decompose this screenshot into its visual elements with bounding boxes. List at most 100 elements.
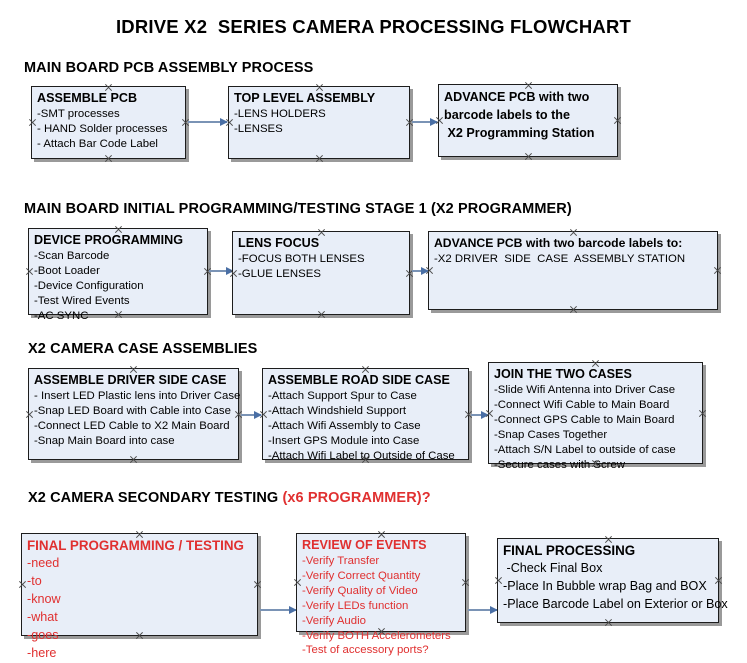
node-line: -Attach S/N Label to outside of case (494, 443, 676, 456)
node-line: -Verify Quality of Video (302, 585, 418, 598)
connector-handle-right[interactable] (613, 116, 622, 125)
node-line: -Connect Wifi Cable to Main Board (494, 399, 670, 412)
section-heading-text: MAIN BOARD PCB ASSEMBLY PROCESS (24, 60, 314, 76)
connector-handle-right[interactable] (698, 409, 707, 418)
connector-handle-top[interactable] (317, 228, 326, 237)
connector-handle-bottom[interactable] (604, 618, 613, 627)
connector-handle-bottom[interactable] (114, 310, 123, 319)
node-title: TOP LEVEL ASSEMBLY (234, 91, 376, 105)
arrow-top-level-assembly-to-advance-pcb (412, 117, 438, 126)
node-line: -Check Final Box (503, 561, 603, 576)
node-line: -Insert GPS Module into Case (268, 434, 420, 447)
connector-handle-left[interactable] (435, 116, 444, 125)
node-assemble-pcb[interactable]: ASSEMBLE PCB -SMT processes - HAND Solde… (31, 86, 186, 159)
connector-handle-top[interactable] (104, 83, 113, 92)
connector-handle-left[interactable] (225, 118, 234, 127)
node-line: -Verify Transfer (302, 555, 380, 568)
node-title: ASSEMBLE ROAD SIDE CASE (268, 373, 450, 387)
section-heading-x2-camera-secondary-testing: X2 CAMERA SECONDARY TESTING (x6 PROGRAMM… (28, 490, 431, 506)
node-line: -X2 DRIVER SIDE CASE ASSEMBLY STATION (434, 252, 686, 265)
connector-handle-left[interactable] (28, 118, 37, 127)
connector-handle-top[interactable] (135, 530, 144, 539)
connector-handle-bottom[interactable] (317, 310, 326, 319)
connector-handle-top[interactable] (361, 365, 370, 374)
connector-handle-left[interactable] (259, 410, 268, 419)
node-line: - Insert LED Plastic lens into Driver Ca… (34, 390, 241, 403)
node-line: -goes (27, 627, 59, 642)
node-line: barcode labels to the (444, 107, 570, 122)
connector-handle-bottom[interactable] (361, 455, 370, 464)
node-advance-pcb-x2-programming-station[interactable]: ADVANCE PCB with two barcode labels to t… (438, 84, 618, 157)
node-assemble-driver-side-case[interactable]: ASSEMBLE DRIVER SIDE CASE - Insert LED P… (25, 365, 241, 460)
section-heading-x2-camera-case-assemblies: X2 CAMERA CASE ASSEMBLIES (28, 341, 257, 357)
connector-handle-left[interactable] (494, 576, 503, 585)
node-device-programming[interactable]: DEVICE PROGRAMMING -Scan Barcode -Boot L… (25, 225, 208, 322)
connector-handle-bottom[interactable] (569, 305, 578, 314)
node-line: -Place Barcode Label on Exterior or Box (503, 597, 728, 612)
node-line: -SMT processes (37, 108, 120, 121)
connector-handle-left[interactable] (229, 269, 238, 278)
node-title: DEVICE PROGRAMMING (34, 233, 184, 247)
connector-handle-bottom[interactable] (377, 627, 386, 636)
node-advance-pcb-driver-side-case[interactable]: ADVANCE PCB with two barcode labels to: … (428, 231, 718, 310)
connector-handle-top[interactable] (569, 228, 578, 237)
connector-handle-top[interactable] (129, 365, 138, 374)
node-title: ASSEMBLE DRIVER SIDE CASE (34, 373, 227, 387)
connector-handle-bottom[interactable] (315, 154, 324, 163)
node-title: LENS FOCUS (238, 236, 320, 250)
connector-handle-left[interactable] (18, 580, 27, 589)
connector-handle-right[interactable] (461, 578, 470, 587)
node-title: JOIN THE TWO CASES (494, 367, 632, 381)
node-review-of-events[interactable]: REVIEW OF EVENTS -Verify Transfer -Verif… (293, 530, 466, 656)
node-line: ADVANCE PCB with two (444, 90, 590, 104)
node-lens-focus[interactable]: LENS FOCUS -FOCUS BOTH LENSES -GLUE LENS… (232, 231, 410, 315)
section-heading-text: MAIN BOARD INITIAL PROGRAMMING/TESTING S… (24, 201, 572, 217)
connector-handle-left[interactable] (25, 267, 34, 276)
connector-handle-top[interactable] (315, 83, 324, 92)
node-line: -Verify Audio (302, 614, 366, 627)
node-line: -Attach Windshield Support (268, 405, 407, 418)
connector-handle-left[interactable] (293, 578, 302, 587)
connector-handle-bottom[interactable] (591, 459, 600, 468)
arrow-assemble-pcb-to-top-level-assembly (188, 117, 228, 126)
node-title: FINAL PROGRAMMING / TESTING (27, 538, 244, 553)
connector-handle-top[interactable] (604, 535, 613, 544)
node-join-the-two-cases[interactable]: JOIN THE TWO CASES -Slide Wifi Antenna i… (485, 359, 703, 471)
node-line: -LENS HOLDERS (234, 108, 326, 121)
connector-handle-right[interactable] (714, 576, 723, 585)
node-line: -Test Wired Events (34, 294, 130, 307)
connector-handle-top[interactable] (114, 225, 123, 234)
connector-handle-top[interactable] (377, 530, 386, 539)
node-final-processing[interactable]: FINAL PROCESSING -Check Final Box -Place… (494, 535, 728, 623)
node-top-level-assembly[interactable]: TOP LEVEL ASSEMBLY -LENS HOLDERS -LENSES (228, 86, 410, 159)
node-title: FINAL PROCESSING (503, 543, 636, 558)
connector-handle-top[interactable] (591, 359, 600, 368)
connector-handle-right[interactable] (253, 580, 262, 589)
connector-handle-top[interactable] (524, 81, 533, 90)
connector-handle-left[interactable] (425, 266, 434, 275)
node-assemble-road-side-case[interactable]: ASSEMBLE ROAD SIDE CASE -Attach Support … (259, 365, 469, 462)
node-line: -AC SYNC (34, 309, 89, 322)
connector-handle-bottom[interactable] (135, 631, 144, 640)
connector-handle-bottom[interactable] (524, 152, 533, 161)
node-line: -Snap Cases Together (494, 428, 608, 441)
arrow-final-programming-to-review-of-events (260, 605, 297, 614)
node-line: -need (27, 556, 60, 571)
connector-handle-bottom[interactable] (104, 154, 113, 163)
connector-handle-bottom[interactable] (129, 455, 138, 464)
node-line: - Attach Bar Code Label (37, 138, 158, 151)
connector-handle-right[interactable] (713, 266, 722, 275)
section-heading-main-board-pcb-assembly: MAIN BOARD PCB ASSEMBLY PROCESS (24, 60, 313, 76)
node-title: ASSEMBLE PCB (37, 91, 138, 105)
node-line: -Verify Correct Quantity (302, 570, 421, 583)
node-line: -Attach Wifi Assembly to Case (268, 420, 421, 433)
node-line: -here (27, 645, 57, 660)
node-line: -Connect LED Cable to X2 Main Board (34, 420, 230, 433)
connector-handle-left[interactable] (25, 410, 34, 419)
node-line: -to (27, 574, 42, 589)
node-line: -Verify BOTH Accelerometers (302, 629, 451, 642)
node-final-programming-testing[interactable]: FINAL PROGRAMMING / TESTING -need -to -k… (18, 530, 258, 660)
node-title: ADVANCE PCB with two barcode labels to: (434, 236, 683, 250)
connector-handle-left[interactable] (485, 409, 494, 418)
